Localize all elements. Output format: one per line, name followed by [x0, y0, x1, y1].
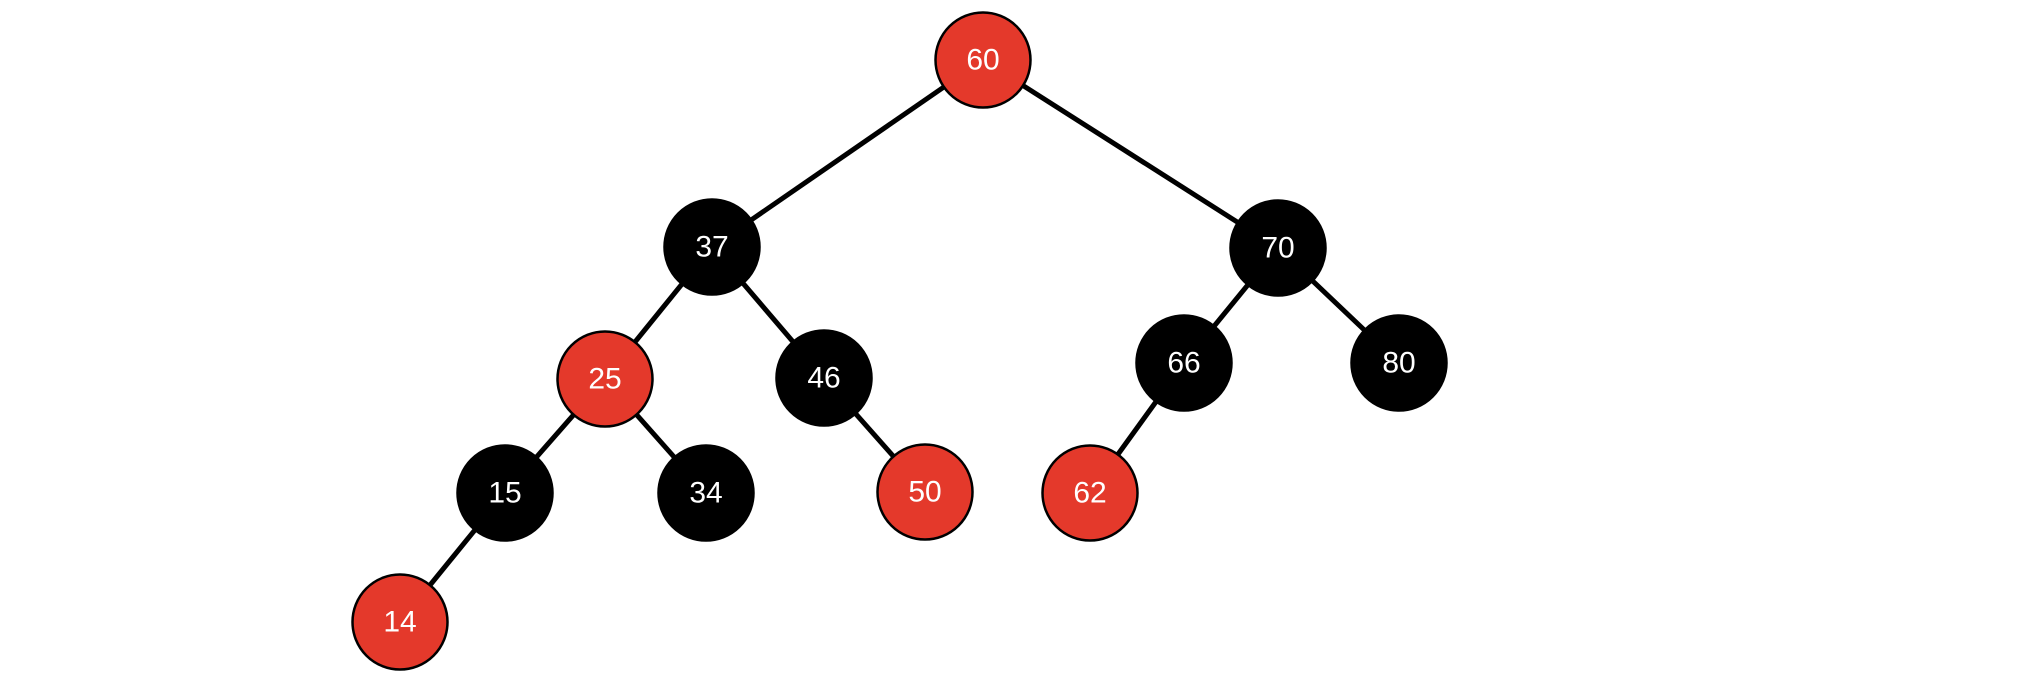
tree-node-14: 14 [351, 573, 449, 671]
tree-node-37: 37 [663, 198, 761, 296]
tree-node-circle-34 [657, 444, 755, 542]
tree-node-circle-14 [351, 573, 449, 671]
tree-node-circle-80 [1350, 314, 1448, 412]
tree-edge-60-70 [981, 57, 1280, 251]
tree-node-label-34: 34 [689, 477, 722, 510]
tree-node-label-15: 15 [488, 477, 521, 510]
tree-node-circle-25 [556, 330, 654, 428]
tree-node-label-37: 37 [695, 231, 728, 264]
tree-node-60: 60 [934, 11, 1032, 109]
tree-edges-layer [398, 57, 1401, 624]
tree-node-label-50: 50 [908, 476, 941, 509]
tree-nodes-layer: 60 37 70 25 46 66 80 15 34 50 62 14 [351, 11, 1448, 671]
tree-node-label-66: 66 [1167, 347, 1200, 380]
tree-node-46: 46 [775, 329, 873, 427]
tree-node-label-46: 46 [807, 362, 840, 395]
tree-node-label-62: 62 [1073, 477, 1106, 510]
tree-node-50: 50 [876, 443, 974, 541]
tree-node-70: 70 [1229, 199, 1327, 297]
tree-node-label-60: 60 [966, 44, 999, 77]
tree-node-66: 66 [1135, 314, 1233, 412]
tree-node-label-70: 70 [1261, 232, 1294, 265]
tree-node-80: 80 [1350, 314, 1448, 412]
tree-node-label-80: 80 [1382, 347, 1415, 380]
tree-node-circle-37 [663, 198, 761, 296]
tree-node-circle-60 [934, 11, 1032, 109]
tree-node-34: 34 [657, 444, 755, 542]
tree-node-circle-66 [1135, 314, 1233, 412]
tree-node-circle-62 [1041, 444, 1139, 542]
tree-node-62: 62 [1041, 444, 1139, 542]
tree-edge-60-37 [710, 57, 985, 250]
tree-node-circle-50 [876, 443, 974, 541]
tree-node-25: 25 [556, 330, 654, 428]
tree-node-circle-46 [775, 329, 873, 427]
tree-node-circle-70 [1229, 199, 1327, 297]
tree-node-circle-15 [456, 444, 554, 542]
tree-node-label-25: 25 [588, 363, 621, 396]
tree-node-15: 15 [456, 444, 554, 542]
tree-node-label-14: 14 [383, 606, 416, 639]
